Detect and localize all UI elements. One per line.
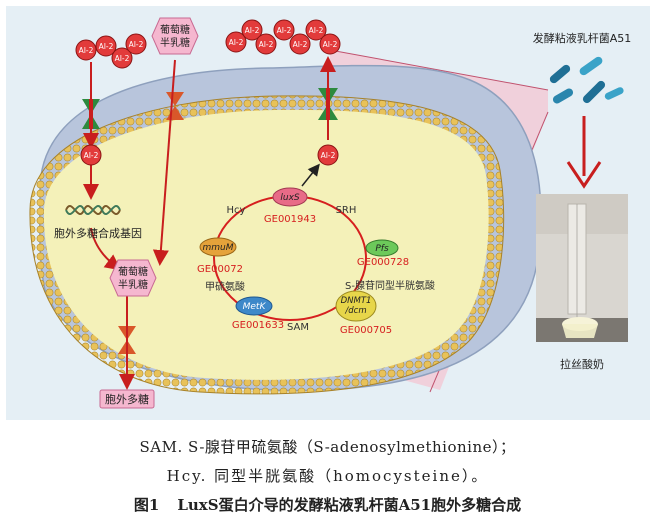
svg-text:AI-2: AI-2: [293, 40, 308, 49]
ai2-molecule: AI-2: [273, 19, 295, 41]
eps-output: 胞外多糖: [99, 389, 155, 409]
ai2-molecule: AI-2: [241, 19, 263, 41]
gene-cluster-label: 胞外多糖合成基因: [54, 226, 142, 240]
metabolite-sam: SAM: [287, 322, 309, 333]
glucose-galactose-inside: 葡萄糖 半乳糖: [109, 259, 157, 297]
dna-helix-icon: [65, 205, 121, 215]
luxs-to-ai2-arrow: [301, 163, 320, 187]
sugar-import-arrow: [152, 59, 176, 266]
svg-text:葡萄糖: 葡萄糖: [160, 23, 190, 36]
gene-mmum: GE00072: [197, 264, 243, 275]
enzyme-metk: MetK: [235, 296, 273, 316]
svg-text:AI-2: AI-2: [229, 38, 244, 47]
enzyme-mmum: mmuM: [199, 237, 237, 257]
metabolite-methionine: 甲硫氨酸: [205, 280, 245, 293]
svg-text:AI-2: AI-2: [99, 42, 114, 51]
svg-text:胞外多糖: 胞外多糖: [105, 392, 149, 406]
metabolite-srh: SRH: [336, 205, 357, 216]
enzyme-luxs: luxS: [272, 187, 308, 207]
figure-title-text: LuxS蛋白介导的发酵粘液乳杆菌A51胞外多糖合成: [177, 496, 522, 514]
bacterium-label: 发酵粘液乳杆菌A51: [533, 31, 632, 45]
caption-abbreviation-sam: SAM. S-腺苷甲硫氨酸（S-adenosylmethionine）；: [139, 438, 516, 456]
svg-text:半乳糖: 半乳糖: [118, 278, 148, 291]
svg-text:半乳糖: 半乳糖: [160, 36, 190, 49]
svg-text:AI-2: AI-2: [321, 151, 336, 160]
gene-dnmt1: GE000705: [340, 325, 392, 336]
svg-text:葡萄糖: 葡萄糖: [118, 265, 148, 278]
caption-abbreviation-hcy: Hcy. 同型半胱氨酸（homocysteine）。: [166, 467, 489, 485]
svg-text:AI-2: AI-2: [309, 26, 324, 35]
svg-text:Pfs: Pfs: [375, 244, 389, 254]
down-arrow-icon: [566, 116, 602, 189]
enzyme-pfs: Pfs: [365, 239, 399, 257]
ai2-molecule: AI-2: [289, 33, 311, 55]
bacteria-icon: [549, 56, 624, 104]
ai2-molecule: AI-2: [225, 31, 247, 53]
metabolite-sah: S-腺苷同型半胱氨酸: [345, 279, 435, 292]
gene-luxs: GE001943: [264, 214, 316, 225]
gene-metk: GE001633: [232, 320, 284, 331]
svg-text:AI-2: AI-2: [129, 40, 144, 49]
svg-text:mmuM: mmuM: [202, 243, 233, 253]
cytoplasm: [43, 109, 489, 380]
ai2-molecule: AI-2: [75, 39, 97, 61]
svg-text:MetK: MetK: [243, 302, 267, 312]
svg-text:AI-2: AI-2: [277, 26, 292, 35]
eps-synthesis-diagram: AI-2 AI-2 AI-2 AI-2 AI-2 AI-2 AI-2 AI-2 …: [29, 17, 632, 409]
svg-text:/dcm: /dcm: [344, 306, 366, 316]
svg-text:AI-2: AI-2: [245, 26, 260, 35]
svg-text:luxS: luxS: [280, 193, 300, 203]
enzyme-dnmt1-dcm: DNMT1 /dcm: [335, 290, 377, 322]
ai2-molecule: AI-2: [255, 33, 277, 55]
gene-pfs: GE000728: [357, 257, 409, 268]
svg-text:AI-2: AI-2: [115, 54, 130, 63]
svg-text:AI-2: AI-2: [259, 40, 274, 49]
ai2-molecule: AI-2: [125, 33, 147, 55]
figure-number: 图1: [133, 496, 160, 514]
ai2-molecule: AI-2: [95, 35, 117, 57]
ai2-molecule: AI-2: [80, 144, 102, 166]
svg-text:AI-2: AI-2: [323, 40, 338, 49]
svg-text:AI-2: AI-2: [84, 151, 99, 160]
glucose-galactose-outside: 葡萄糖 半乳糖: [151, 17, 199, 55]
metabolite-hcy: Hcy: [227, 205, 246, 216]
ai2-molecule: AI-2: [305, 19, 327, 41]
figure-title: 图1 LuxS蛋白介导的发酵粘液乳杆菌A51胞外多糖合成: [0, 494, 655, 515]
svg-text:AI-2: AI-2: [79, 46, 94, 55]
ai2-molecule: AI-2: [319, 33, 341, 55]
svg-text:DNMT1: DNMT1: [341, 296, 372, 306]
product-label: 拉丝酸奶: [560, 357, 604, 371]
zoom-line-top: [329, 49, 549, 91]
ai2-molecule: AI-2: [111, 47, 133, 69]
stringy-yogurt-photo: [536, 194, 628, 342]
ai2-molecule: AI-2: [317, 144, 339, 166]
